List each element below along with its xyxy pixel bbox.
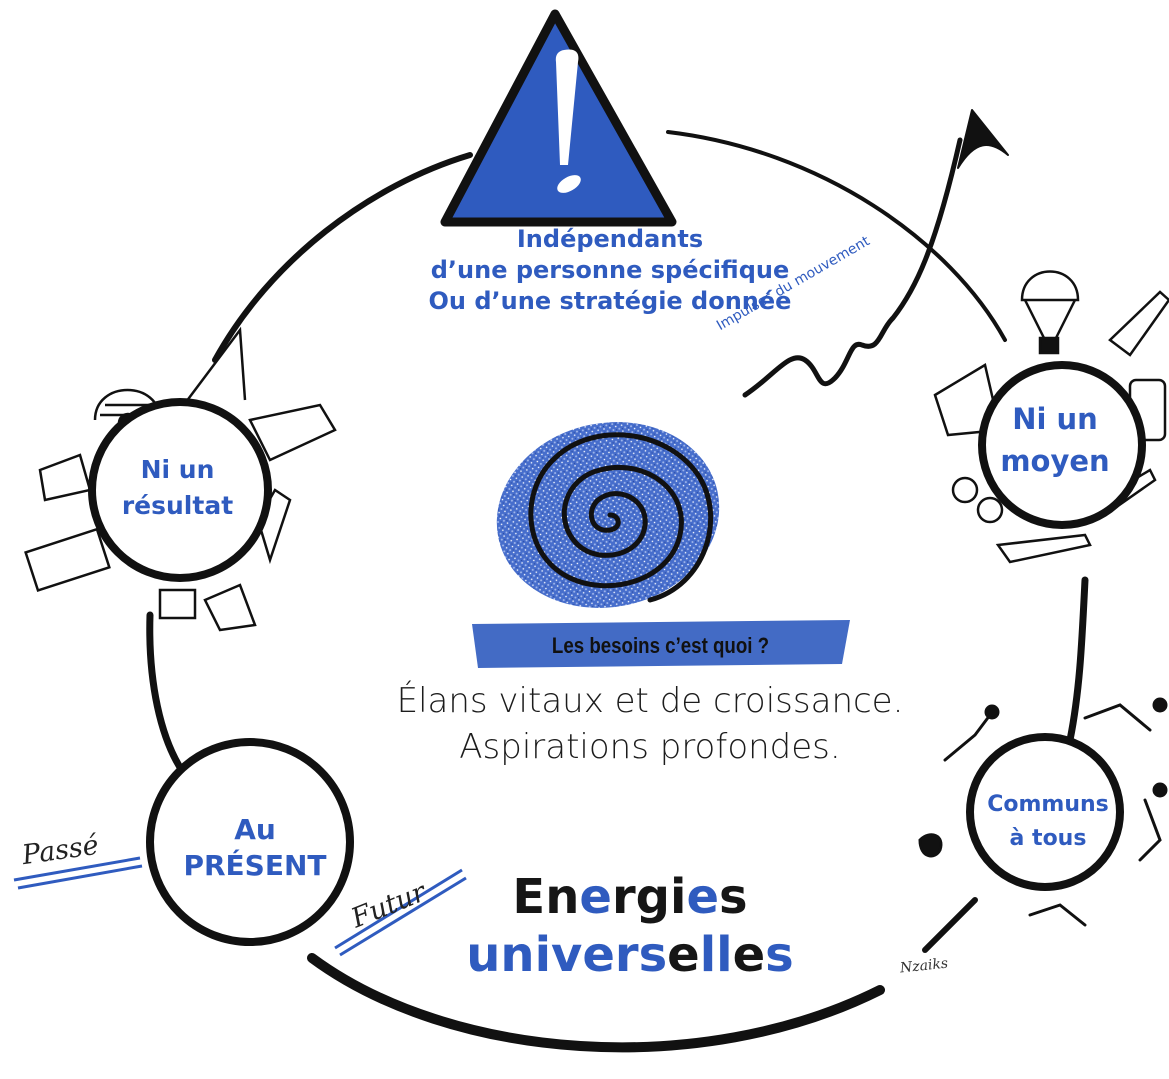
title-part4: e — [686, 869, 719, 925]
node-label-resultat: Ni un résultat — [95, 452, 260, 524]
node-moyen-line2: moyen — [1000, 444, 1110, 478]
people-sketch-icon — [918, 697, 1168, 927]
strike-futur-2 — [339, 876, 467, 957]
node-resultat-line2: résultat — [121, 491, 234, 520]
strike-lines — [13, 856, 467, 957]
top-statement: Indépendants d’une personne spécifique O… — [360, 224, 860, 317]
title-part2: e — [579, 869, 612, 925]
node-circle-resultat — [88, 398, 272, 582]
cycle-arc-top-right — [666, 130, 1007, 342]
banner-brush — [472, 620, 850, 668]
top-statement-line1: Indépendants — [516, 225, 704, 253]
node-present-line1: Au — [234, 813, 276, 846]
top-statement-line2: d’une personne spécifique — [430, 256, 790, 284]
top-statement-line3: Ou d’une stratégie donnée — [428, 287, 792, 315]
main-cycle — [146, 130, 1089, 1053]
center-line2: Aspirations profondes. — [459, 727, 841, 767]
strike-futur — [334, 868, 463, 950]
node-circle-communs — [966, 733, 1124, 891]
spiral-icon — [496, 422, 720, 608]
diagram-title: Energies universelles — [440, 868, 820, 984]
title-line2-part3: ll — [699, 927, 733, 983]
cycle-arc-right — [1066, 576, 1089, 744]
title-part5: s — [719, 869, 748, 925]
cycle-arc-bottom-right — [922, 897, 978, 953]
title-line2-part2: e — [667, 927, 700, 983]
node-circle-present — [146, 738, 354, 946]
center-description: Élans vitaux et de croissance. Aspiratio… — [330, 678, 970, 770]
strike-passe — [13, 856, 141, 882]
node-communs-line2: à tous — [1009, 826, 1087, 851]
cycle-arc-bottom — [307, 953, 885, 1053]
node-label-communs: Communs à tous — [968, 788, 1128, 856]
title-line2: universelles — [440, 926, 820, 984]
node-communs-line1: Communs — [987, 792, 1109, 817]
cycle-arc-left — [146, 611, 189, 779]
title-line1: Energies — [440, 868, 820, 926]
title-part3: rgi — [611, 869, 687, 925]
title-part1: En — [512, 869, 580, 925]
node-present-line2: PRÉSENT — [183, 849, 327, 882]
title-line2-part4: e — [732, 927, 766, 983]
warning-icon — [440, 9, 677, 227]
title-line2-part1: univers — [466, 927, 668, 983]
node-moyen-line1: Ni un — [1012, 402, 1098, 436]
strike-passe-2 — [17, 864, 143, 890]
banner-question: Les besoins c’est quoi ? — [551, 633, 770, 658]
node-circle-moyen — [978, 361, 1146, 529]
node-label-present: Au PRÉSENT — [160, 812, 350, 884]
node-resultat-line1: Ni un — [140, 455, 215, 484]
center-line1: Élans vitaux et de croissance. — [396, 681, 904, 721]
node-label-moyen: Ni un moyen — [980, 398, 1130, 482]
title-line2-part5: s — [765, 927, 794, 983]
cycle-arc-top-left — [212, 152, 473, 363]
rising-arrow-icon — [742, 109, 1009, 398]
